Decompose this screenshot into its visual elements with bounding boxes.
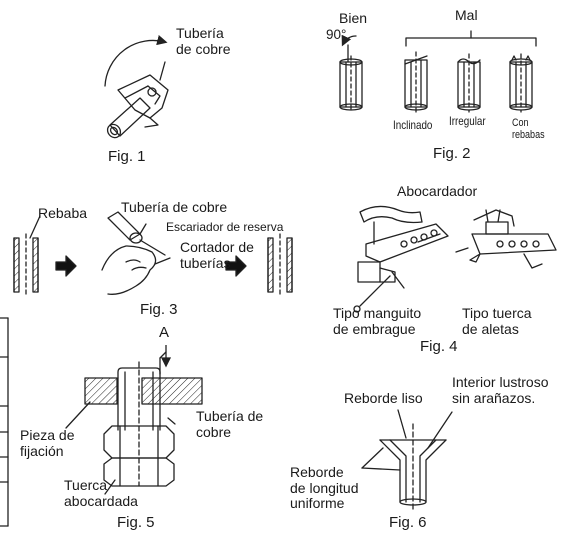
fig6-shiny-label: Interior lustroso sin arañazos. bbox=[452, 374, 549, 406]
fig3-burr-label: Rebaba bbox=[38, 205, 88, 221]
fig4-clutch-label: Tipo manguito de embrague bbox=[333, 305, 422, 337]
fig5-flare-nut-illustration bbox=[65, 351, 203, 495]
fig6-uniform-label: Reborde de longitud uniforme bbox=[290, 464, 359, 512]
fig5-pipe-label: Tubería de cobre bbox=[196, 408, 264, 440]
fig2-angle-label: 90° bbox=[326, 27, 347, 42]
fig2-inclined-label: Inclinado bbox=[393, 118, 433, 132]
fig3-pipe-label: Tubería de cobre bbox=[121, 199, 228, 215]
fig5-nut-label: Tuerca abocardada bbox=[64, 477, 138, 509]
fig6-smooth-label: Reborde liso bbox=[344, 390, 423, 406]
fig1-caption: Fig. 1 bbox=[108, 148, 146, 165]
fig2-irregular-label: Irregular bbox=[449, 114, 486, 128]
fig3-deburring-illustration bbox=[13, 211, 293, 297]
fig3-caption: Fig. 3 bbox=[140, 301, 178, 318]
fig2-good-label: Bien bbox=[339, 10, 368, 26]
fig5-a-label: A bbox=[159, 324, 170, 341]
fig5-a-arrow bbox=[160, 345, 172, 368]
fig4-flare-tools-illustration bbox=[353, 205, 557, 313]
fig2-bad-label: Mal bbox=[455, 7, 478, 23]
fig4-wingnut-label: Tipo tuerca de aletas bbox=[462, 305, 532, 337]
fig4-title: Abocardador bbox=[397, 183, 478, 199]
fig3-reamer-label: Escariador de reserva bbox=[166, 220, 284, 234]
fig6-flared-pipe-illustration bbox=[361, 409, 453, 511]
fig1-pipe-illustration bbox=[104, 35, 169, 139]
fig6-caption: Fig. 6 bbox=[389, 514, 427, 531]
fig2-pipes-illustration bbox=[339, 30, 537, 113]
fig1-pipe-label: Tubería de cobre bbox=[176, 25, 231, 57]
left-border-lines bbox=[0, 317, 9, 527]
fig2-caption: Fig. 2 bbox=[433, 145, 471, 162]
fig5-caption: Fig. 5 bbox=[117, 514, 155, 531]
fig4-caption: Fig. 4 bbox=[420, 338, 458, 355]
fig2-burrs-label: Con rebabas bbox=[512, 117, 545, 142]
fig3-cutter-label: Cortador de tuberías bbox=[180, 239, 254, 271]
fig5-fixing-label: Pieza de fijación bbox=[20, 427, 75, 459]
